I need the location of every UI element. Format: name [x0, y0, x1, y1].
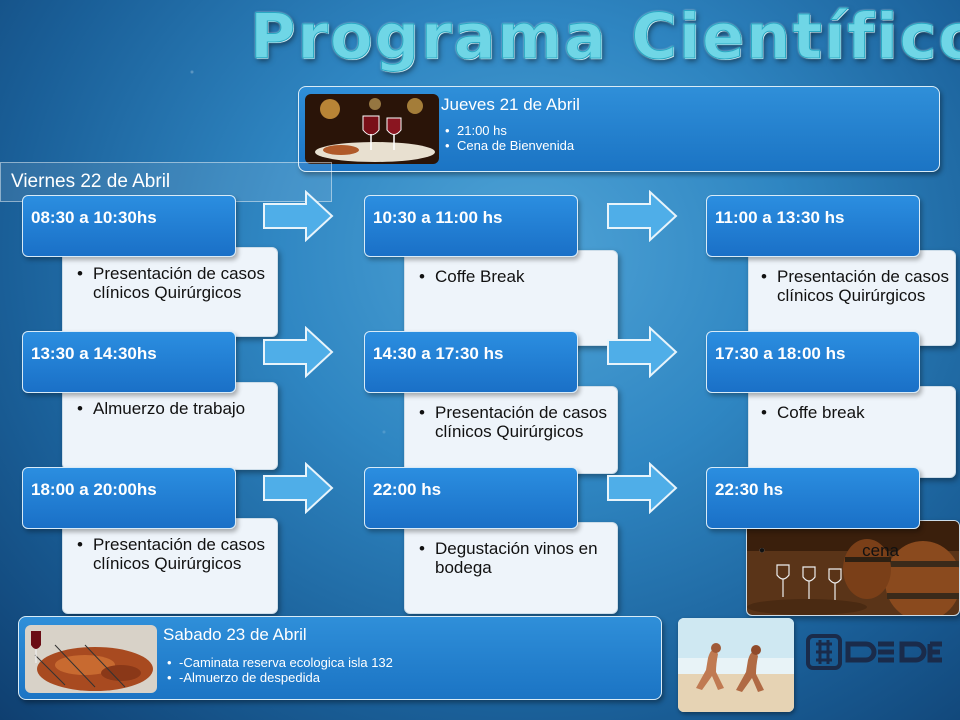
arrow-right-icon	[607, 190, 678, 242]
session-detail-8: Degustación vinos en bodega	[404, 522, 618, 614]
saturday-title: Sabado 23 de Abril	[163, 625, 307, 644]
session-time-2: 10:30 a 11:00 hs	[364, 195, 578, 257]
thursday-title: Jueves 21 de Abril	[441, 95, 580, 114]
session-time-1: 08:30 a 10:30hs	[22, 195, 236, 257]
session-detail-6: Coffe break	[748, 386, 956, 478]
dinner-photo	[305, 94, 439, 164]
list-item: cena	[759, 541, 949, 560]
list-item: Degustación vinos en bodega	[419, 539, 609, 577]
session-time-4: 13:30 a 14:30hs	[22, 331, 236, 393]
list-item: Presentación de casos clínicos Quirúrgic…	[77, 535, 269, 573]
saturday-card: Sabado 23 de Abril -Caminata reserva eco…	[18, 616, 662, 700]
session-time-3: 11:00 a 13:30 hs	[706, 195, 920, 257]
session-detail-5: Presentación de casos clínicos Quirúrgic…	[404, 386, 618, 474]
session-time-9: 22:30 hs	[706, 467, 920, 529]
asado-photo	[25, 625, 157, 693]
list-item: Coffe Break	[419, 267, 609, 286]
list-item: Presentación de casos clínicos Quirúrgic…	[761, 267, 949, 305]
arrow-right-icon	[263, 326, 334, 378]
saturday-list: -Caminata reserva ecologica isla 132 -Al…	[165, 655, 393, 685]
list-item: Coffe break	[761, 403, 949, 422]
list-item: -Caminata reserva ecologica isla 132	[179, 655, 393, 670]
session-detail-3: Presentación de casos clínicos Quirúrgic…	[748, 250, 956, 346]
wine-cellar-photo	[747, 521, 959, 615]
arrow-right-icon	[263, 462, 334, 514]
list-item: Cena de Bienvenida	[457, 138, 574, 153]
session-detail-1: Presentación de casos clínicos Quirúrgic…	[62, 247, 278, 337]
session-detail-7: Presentación de casos clínicos Quirúrgic…	[62, 518, 278, 614]
list-item: -Almuerzo de despedida	[179, 670, 393, 685]
session-time-8: 22:00 hs	[364, 467, 578, 529]
session-detail-4: Almuerzo de trabajo	[62, 382, 278, 470]
list-item: 21:00 hs	[457, 123, 574, 138]
arrow-right-icon	[607, 462, 678, 514]
session-detail-2: Coffe Break	[404, 250, 618, 346]
session-time-6: 17:30 a 18:00 hs	[706, 331, 920, 393]
list-item: Presentación de casos clínicos Quirúrgic…	[419, 403, 609, 441]
arrow-right-icon	[607, 326, 678, 378]
list-item: Almuerzo de trabajo	[77, 399, 269, 418]
arrow-right-icon	[263, 190, 334, 242]
page-title: Programa Científico	[250, 0, 960, 74]
session-detail-9: cena	[746, 520, 960, 616]
session-time-5: 14:30 a 17:30 hs	[364, 331, 578, 393]
thursday-card: Jueves 21 de Abril 21:00 hs Cena de Bien…	[298, 86, 940, 172]
session-time-7: 18:00 a 20:00hs	[22, 467, 236, 529]
osde-logo	[806, 634, 942, 670]
thursday-list: 21:00 hs Cena de Bienvenida	[443, 123, 574, 153]
runners-photo	[678, 618, 794, 712]
list-item: Presentación de casos clínicos Quirúrgic…	[77, 264, 269, 302]
